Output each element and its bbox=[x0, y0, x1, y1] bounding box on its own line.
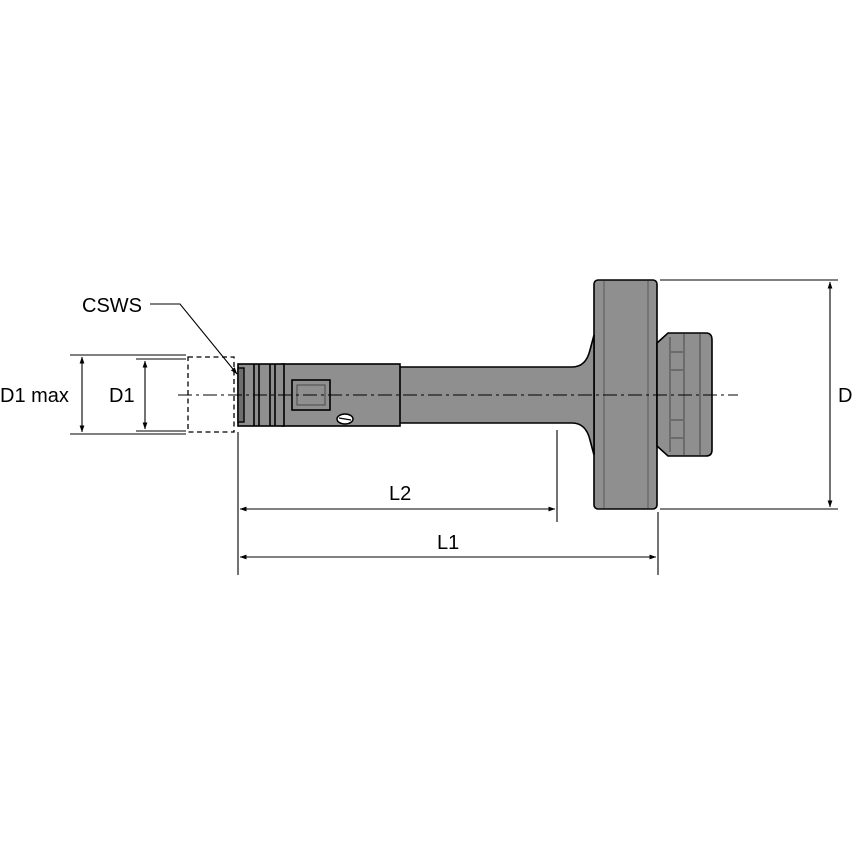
csws-label: CSWS bbox=[82, 295, 142, 317]
l1-label: L1 bbox=[437, 532, 459, 554]
dimensions bbox=[70, 279, 838, 575]
d1-label: D1 bbox=[109, 385, 135, 407]
d1-max-label: D1 max bbox=[0, 385, 69, 407]
d-label: D bbox=[838, 385, 852, 407]
csws-leader bbox=[150, 303, 238, 375]
l2-label: L2 bbox=[389, 483, 411, 505]
